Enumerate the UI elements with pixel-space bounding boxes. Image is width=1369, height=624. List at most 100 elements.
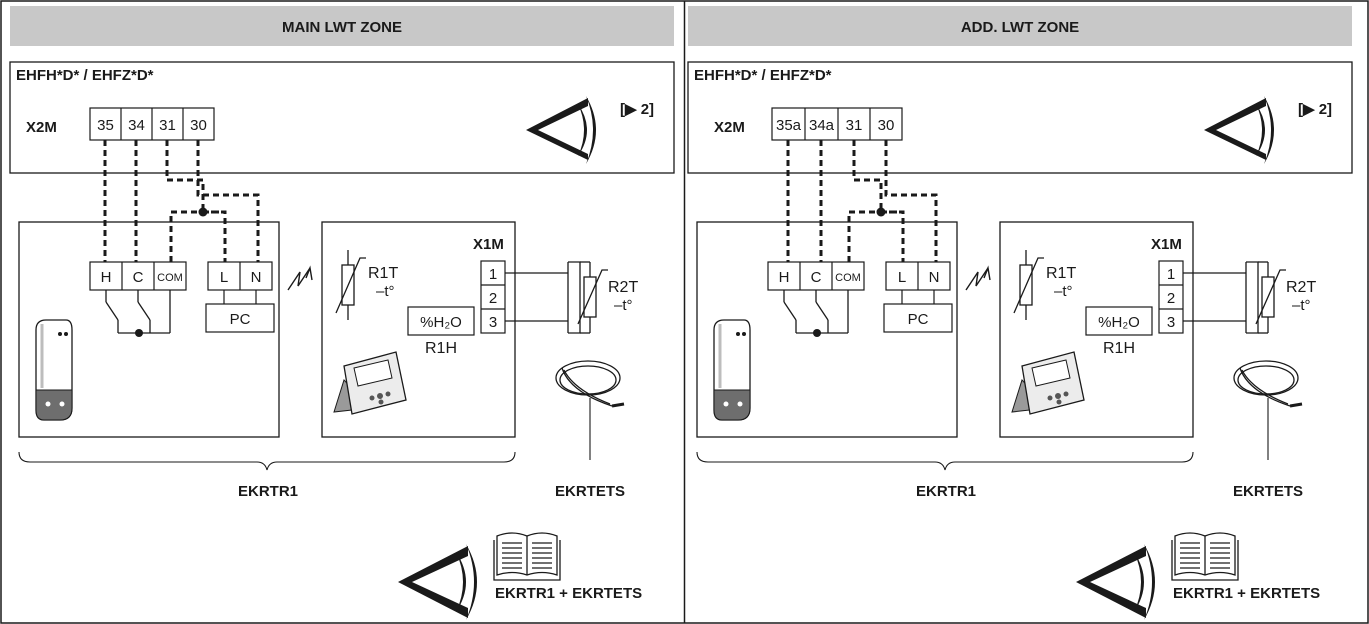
receiver-box <box>18 221 280 438</box>
eye-icon <box>1204 96 1274 164</box>
dashed-wiring <box>786 140 938 262</box>
r1t-temp-label: –t° <box>376 283 395 300</box>
relay-switch-symbol <box>105 290 171 334</box>
r1t-label: R1T <box>368 265 398 282</box>
terminal-label: H <box>101 269 112 286</box>
thermistor-icon <box>1013 250 1044 320</box>
sensor-cable-icon <box>1233 360 1303 408</box>
page-reference: [▶ 2] <box>1298 101 1332 118</box>
ekrtets-label: EKRTETS <box>1233 483 1303 500</box>
junction-dot <box>876 207 886 217</box>
x1m-terminal: 2 <box>1167 290 1175 307</box>
r1h-label: R1H <box>1103 340 1135 357</box>
zone-header-bg <box>10 6 674 46</box>
x2m-terminal: 34a <box>809 117 835 134</box>
x2m-terminals: 35a 34a 31 30 <box>771 107 903 141</box>
r2t-sensor-wiring <box>1183 261 1286 334</box>
x1m-terminal: 3 <box>1167 314 1175 331</box>
eye-icon <box>398 544 477 620</box>
ekrtr1-brace <box>18 451 516 471</box>
x2m-terminal: 35 <box>97 117 114 134</box>
junction-dot <box>198 207 208 217</box>
manual-reference: EKRTR1 + EKRTETS <box>495 585 642 602</box>
thermostat-device-icon <box>333 351 407 415</box>
x2m-terminal-strip <box>771 107 903 141</box>
x2m-terminal: 30 <box>878 117 895 134</box>
r1h-label: R1H <box>425 340 457 357</box>
terminal-label: C <box>811 269 822 286</box>
thermostat-box <box>999 221 1194 438</box>
r1t-temp-label: –t° <box>1054 283 1073 300</box>
unit-box <box>9 61 675 174</box>
zone-header: MAIN LWT ZONE <box>282 19 402 36</box>
x1m-label: X1M <box>473 236 504 253</box>
x2m-terminal: 31 <box>159 117 176 134</box>
x1m-terminal: 1 <box>1167 266 1175 283</box>
thermistor-icon <box>335 250 366 320</box>
page-reference: [▶ 2] <box>620 101 654 118</box>
terminal-label: COM <box>835 272 861 284</box>
panel-add-lwt-zone: ADD. LWT ZONE EHFH*D* / EHFZ*D* X2M 35a … <box>687 6 1353 620</box>
x1m-terminal: 1 <box>489 266 497 283</box>
relay-switch-symbol <box>783 290 849 334</box>
r2t-temp-label: –t° <box>614 297 633 314</box>
ekrtets-label: EKRTETS <box>555 483 625 500</box>
humidity-label: %H₂O <box>420 314 462 331</box>
wireless-icon <box>287 267 311 291</box>
receiver-device-icon <box>35 319 73 421</box>
r2t-label: R2T <box>608 279 638 296</box>
zone-header: ADD. LWT ZONE <box>961 19 1079 36</box>
sensor-cable-icon <box>555 360 625 408</box>
r2t-temp-label: –t° <box>1292 297 1311 314</box>
x2m-terminals: 35 34 31 30 <box>89 107 215 141</box>
unit-model: EHFH*D* / EHFZ*D* <box>694 67 832 84</box>
thermostat-terminals: H C COM L N <box>89 261 273 291</box>
terminal-label: N <box>929 269 940 286</box>
x1m-terminals: 1 2 3 <box>480 260 506 334</box>
receiver-box <box>696 221 958 438</box>
terminal-label: COM <box>157 272 183 284</box>
thermostat-box <box>321 221 516 438</box>
ekrtr1-brace <box>696 451 1194 471</box>
humidity-label: %H₂O <box>1098 314 1140 331</box>
humidity-sensor-box <box>1085 306 1153 336</box>
x1m-label: X1M <box>1151 236 1182 253</box>
terminal-label: L <box>220 269 228 286</box>
r1t-label: R1T <box>1046 265 1076 282</box>
ekrtr1-label: EKRTR1 <box>238 483 298 500</box>
terminal-label: N <box>251 269 262 286</box>
terminal-block-label: X2M <box>714 119 745 136</box>
unit-model: EHFH*D* / EHFZ*D* <box>16 67 154 84</box>
x1m-terminal: 2 <box>489 290 497 307</box>
terminal-block-label: X2M <box>26 119 57 136</box>
pc-supply: PC <box>883 290 953 333</box>
zone-header-bg <box>688 6 1352 46</box>
dashed-wiring <box>103 140 260 262</box>
r2t-sensor-wiring <box>505 261 608 334</box>
manual-book-icon <box>493 532 561 581</box>
ekrtr1-label: EKRTR1 <box>916 483 976 500</box>
humidity-sensor-box <box>407 306 475 336</box>
x2m-terminal: 34 <box>128 117 145 134</box>
unit-box <box>687 61 1353 174</box>
pc-supply: PC <box>205 290 275 333</box>
terminal-label: C <box>133 269 144 286</box>
manual-reference: EKRTR1 + EKRTETS <box>1173 585 1320 602</box>
r2t-label: R2T <box>1286 279 1316 296</box>
eye-icon <box>526 96 596 164</box>
receiver-device-icon <box>713 319 751 421</box>
wireless-icon <box>965 267 989 291</box>
x1m-terminal: 3 <box>489 314 497 331</box>
terminal-label: H <box>779 269 790 286</box>
pc-label: PC <box>230 311 251 328</box>
x1m-terminals: 1 2 3 <box>1158 260 1184 334</box>
thermostat-terminals: H C COM L N <box>767 261 951 291</box>
pc-label: PC <box>908 311 929 328</box>
terminal-label: L <box>898 269 906 286</box>
eye-icon <box>1076 544 1155 620</box>
x2m-terminal: 31 <box>846 117 863 134</box>
x2m-terminal: 30 <box>190 117 207 134</box>
x2m-terminal: 35a <box>776 117 802 134</box>
manual-book-icon <box>1171 532 1239 581</box>
